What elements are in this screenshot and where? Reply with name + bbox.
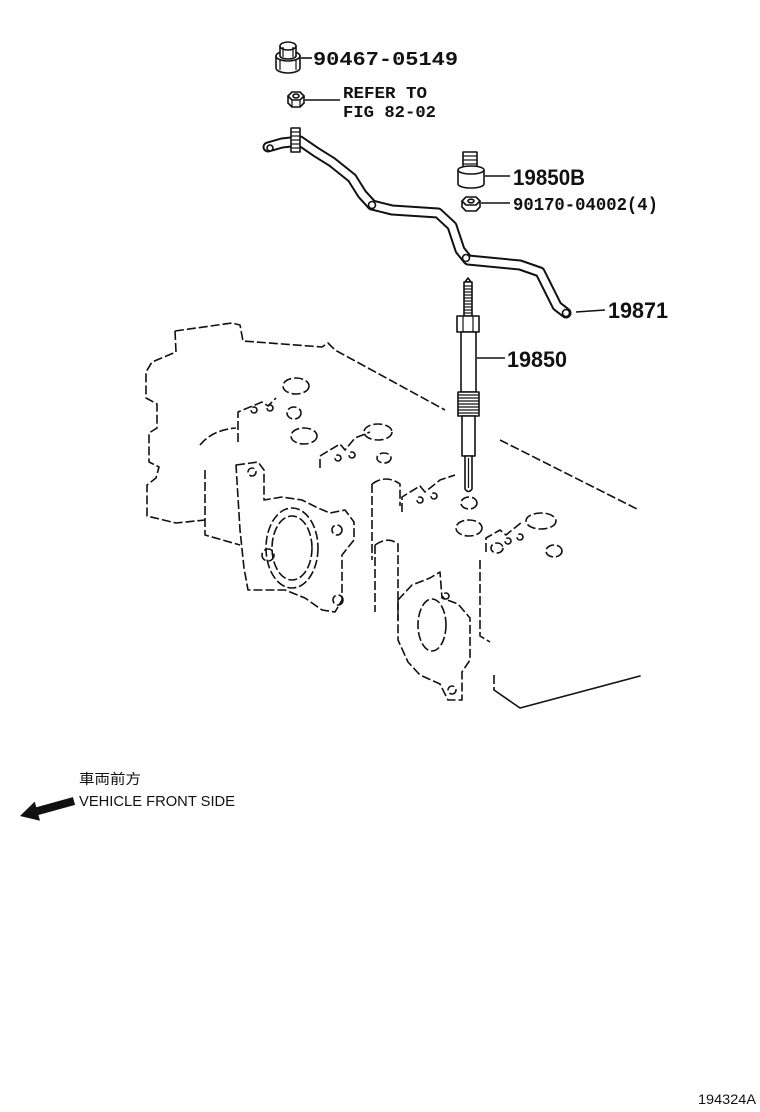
figure-id: 194324A bbox=[698, 1091, 757, 1107]
callout-connector[interactable]: 19871 bbox=[608, 298, 668, 323]
glow-plug-connector-icon bbox=[262, 127, 572, 319]
callout-refer-line2[interactable]: FIG 82-02 bbox=[343, 104, 436, 123]
small-nut-icon bbox=[287, 91, 305, 108]
direction-label-jp: 車両前方 bbox=[79, 771, 141, 787]
direction-label-en: VEHICLE FRONT SIDE bbox=[79, 793, 235, 810]
callout-nut[interactable]: 90170-04002(4) bbox=[513, 196, 658, 216]
arrow-left-down-icon bbox=[20, 797, 76, 821]
terminal-nut-icon bbox=[457, 151, 485, 189]
flange-bolt-icon bbox=[275, 41, 301, 74]
callout-bolt[interactable]: 90467-05149 bbox=[313, 49, 458, 71]
hex-nut-icon bbox=[461, 196, 481, 212]
callout-terminal-nut[interactable]: 19850B bbox=[513, 165, 585, 190]
glow-plug-icon bbox=[456, 277, 480, 493]
leader-connector bbox=[575, 309, 606, 313]
cylinder-head-outline bbox=[145, 322, 641, 709]
callout-refer-line1[interactable]: REFER TO bbox=[343, 85, 427, 104]
callout-glow-plug[interactable]: 19850 bbox=[507, 347, 567, 372]
